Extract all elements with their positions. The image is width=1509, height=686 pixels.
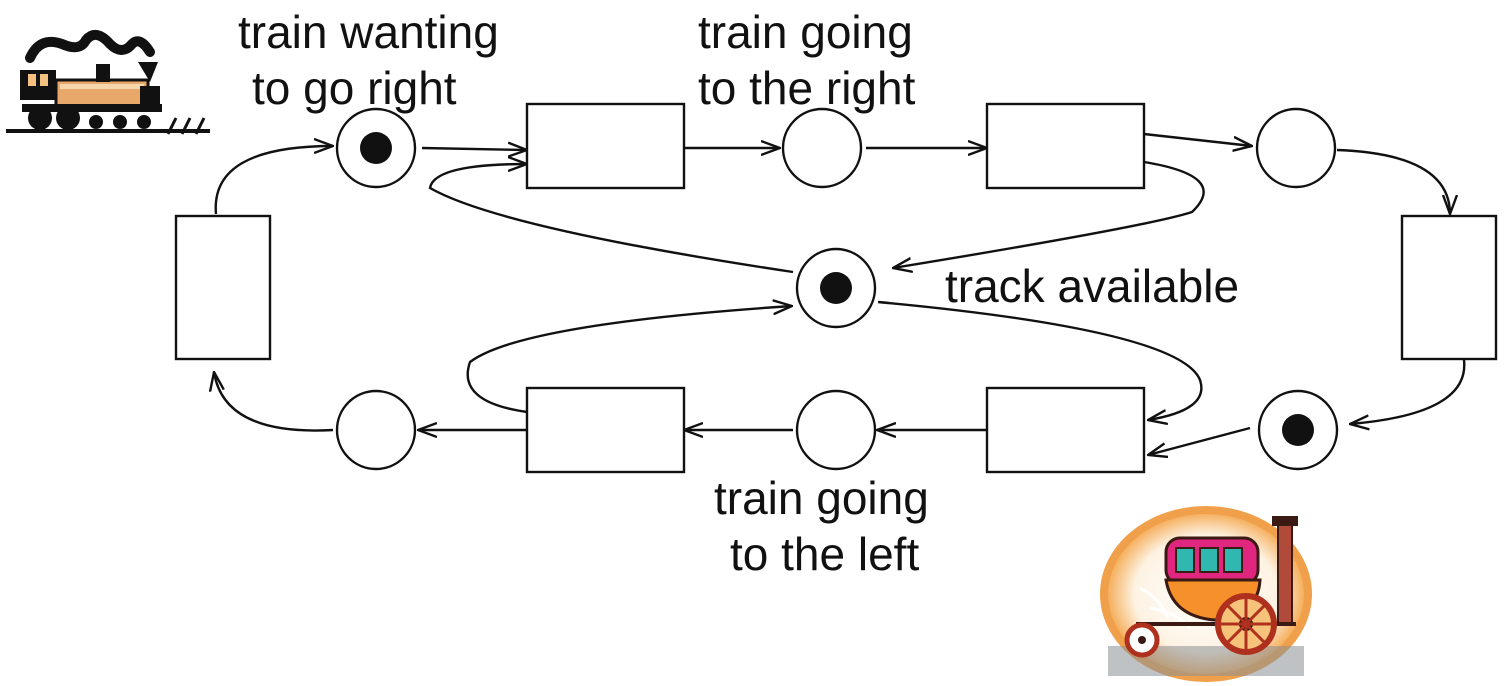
transition-exit-left: [525, 386, 686, 474]
token-wanting-right: [360, 132, 392, 164]
place-left-end: [335, 389, 417, 471]
arc-right-end-to-turn: [1336, 148, 1450, 214]
place-track-available: [795, 247, 877, 329]
steam-carriage-icon: [1100, 506, 1312, 682]
arc-wanting-left-to-enter: [1148, 426, 1251, 455]
label-train-going-right-line2: to the right: [698, 62, 916, 114]
place-right-end: [1255, 107, 1337, 189]
token-track-available: [820, 272, 852, 304]
arc-wanting-right-to-enter: [421, 148, 527, 150]
label-track-available: track available: [945, 260, 1239, 312]
transition-turn-left-end: [174, 214, 272, 361]
place-train-going-right: [781, 107, 863, 189]
label-train-going-right-line1: train going: [698, 6, 913, 58]
label-train-wanting-right-line1: train wanting: [238, 6, 499, 58]
transition-enter-left: [985, 386, 1146, 474]
arc-turn-to-wanting-right: [214, 146, 333, 215]
steam-locomotive-icon: [6, 29, 210, 135]
arc-exit-to-right-end: [1143, 132, 1252, 146]
transition-exit-right: [985, 102, 1146, 190]
place-train-going-left: [795, 389, 877, 471]
label-train-going-left-line2: to the left: [730, 528, 919, 580]
token-wanting-left: [1282, 414, 1314, 446]
arc-turn-to-wanting-left: [1350, 359, 1466, 424]
label-train-wanting-right-line2: to go right: [252, 62, 457, 114]
place-train-wanting-left: [1257, 389, 1339, 471]
transition-enter-right: [525, 102, 686, 190]
transition-turn-right-end: [1400, 214, 1498, 361]
label-train-going-left-line1: train going: [714, 472, 929, 524]
arc-track-to-enter-left: [877, 300, 1203, 420]
arc-exit-right-to-track: [893, 160, 1205, 268]
arc-exit-left-to-track: [466, 306, 792, 414]
arc-left-end-to-turn: [214, 372, 334, 432]
place-train-wanting-right: [335, 107, 417, 189]
arc-track-to-enter-right: [428, 164, 794, 274]
